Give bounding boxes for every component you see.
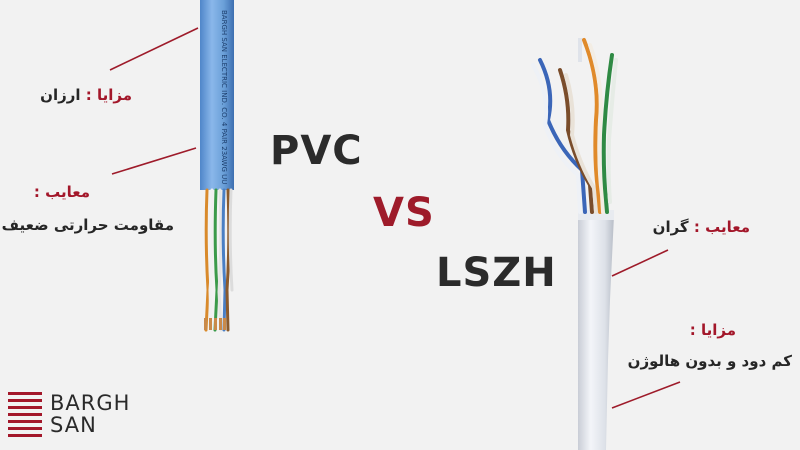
pvc-pros: مزایا : ارزان: [40, 86, 132, 104]
lszh-pros-text: کم دود و بدون هالوژن: [627, 352, 792, 370]
vs-title: VS: [373, 190, 435, 236]
lszh-cons-label: معایب :: [693, 218, 750, 236]
lszh-title: LSZH: [436, 250, 557, 296]
pvc-pros-text: ارزان: [40, 86, 81, 104]
logo: BARGH SAN: [50, 392, 130, 436]
lszh-pros-label: مزایا :: [689, 321, 736, 339]
lszh-cons-text: گران: [652, 218, 689, 236]
pvc-pros-label: مزایا :: [85, 86, 132, 104]
logo-line2: SAN: [50, 413, 97, 437]
lszh-cons: معایب : گران: [653, 218, 750, 236]
logo-line1: BARGH: [50, 391, 131, 415]
pvc-cons-text: مقاومت حرارتی ضعیف: [1, 216, 174, 234]
svg-text:BARGH SAN ELECTRIC IND. CO. 4: BARGH SAN ELECTRIC IND. CO. 4 PAIR 23AWG…: [220, 10, 228, 184]
logo-mark-icon: [8, 392, 42, 437]
pvc-cons-label: معایب :: [33, 183, 90, 201]
pvc-title: PVC: [270, 128, 363, 174]
